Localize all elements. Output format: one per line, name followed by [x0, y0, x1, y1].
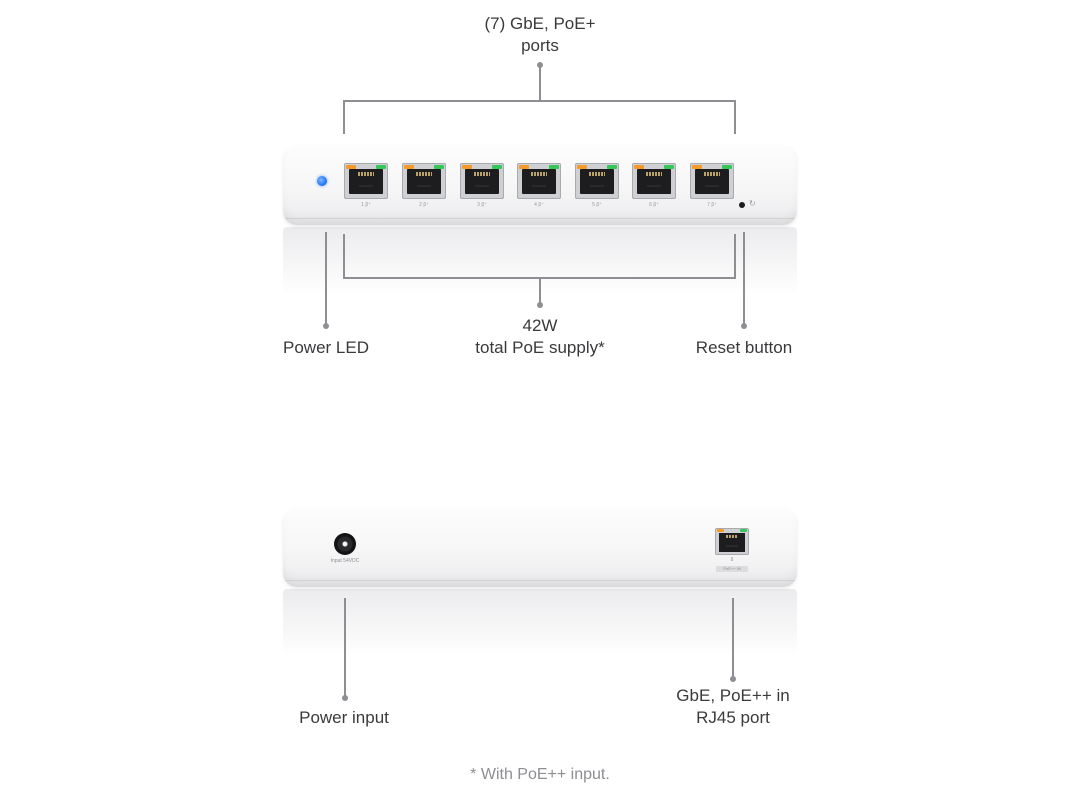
poe-footnote: * With PoE++ input.	[470, 766, 610, 783]
reset-button-leader	[743, 232, 745, 324]
power-input-label: Power input	[299, 708, 389, 727]
ports-label-line2: ports	[521, 36, 559, 55]
dc-input-text: Input 54VDC	[330, 558, 360, 564]
ethernet-port-3	[460, 163, 504, 199]
ports-bracket-stem	[539, 65, 541, 101]
port-number-1: 1 β⁺	[361, 202, 371, 208]
back-panel: Input 54VDC 8 PoE++ IN	[283, 507, 797, 587]
poe-supply-line1: 42W	[522, 316, 558, 335]
front-panel: 1 β⁺ 2 β⁺ 3 β⁺ 4 β⁺ 5 β⁺ 6 β⁺ 7 β⁺ ↻	[283, 145, 797, 225]
ethernet-port-4	[517, 163, 561, 199]
power-led-leader	[325, 232, 327, 324]
ethernet-port-7	[690, 163, 734, 199]
uplink-port-line2: RJ45 port	[696, 708, 770, 727]
ports-label-line1: (7) GbE, PoE+	[484, 14, 596, 33]
power-input-leader	[344, 598, 346, 696]
port-number-6: 6 β⁺	[649, 202, 659, 208]
uplink-port-number: 8	[730, 557, 734, 563]
uplink-ethernet-port	[715, 528, 749, 555]
ethernet-port-6	[632, 163, 676, 199]
ports-label: (7) GbE, PoE+ ports	[440, 13, 640, 57]
ports-bracket-bar	[343, 100, 736, 102]
power-led-light	[317, 176, 327, 186]
ports-bracket-left	[343, 100, 345, 134]
poe-bracket-left	[343, 234, 345, 278]
uplink-port-dot	[730, 676, 736, 682]
back-device-reflection	[283, 589, 797, 657]
reset-button-hole	[739, 202, 745, 208]
power-led-dot	[323, 323, 329, 329]
port-number-3: 3 β⁺	[477, 202, 487, 208]
ethernet-port-1	[344, 163, 388, 199]
poe-bracket-right	[734, 234, 736, 278]
port-number-5: 5 β⁺	[592, 202, 602, 208]
uplink-port-leader	[732, 598, 734, 678]
port-number-7: 7 β⁺	[707, 202, 717, 208]
port-number-2: 2 β⁺	[419, 202, 429, 208]
power-led-label: Power LED	[283, 338, 369, 357]
poe-supply-line2: total PoE supply*	[475, 338, 605, 357]
poe-bracket-dot	[537, 302, 543, 308]
uplink-port-line1: GbE, PoE++ in	[676, 686, 790, 705]
uplink-poe-badge: PoE++ IN	[716, 566, 748, 572]
port-number-4: 4 β⁺	[534, 202, 544, 208]
poe-supply-label: 42W total PoE supply*	[440, 315, 640, 359]
power-input-dot	[342, 695, 348, 701]
uplink-port-label: GbE, PoE++ in RJ45 port	[643, 685, 823, 729]
ethernet-port-5	[575, 163, 619, 199]
reset-button-dot	[741, 323, 747, 329]
reset-button-label: Reset button	[695, 338, 793, 357]
reset-icon: ↻	[749, 199, 756, 208]
ethernet-port-2	[402, 163, 446, 199]
poe-bracket-stem	[539, 278, 541, 304]
dc-power-jack	[334, 533, 356, 555]
ports-bracket-right	[734, 100, 736, 134]
